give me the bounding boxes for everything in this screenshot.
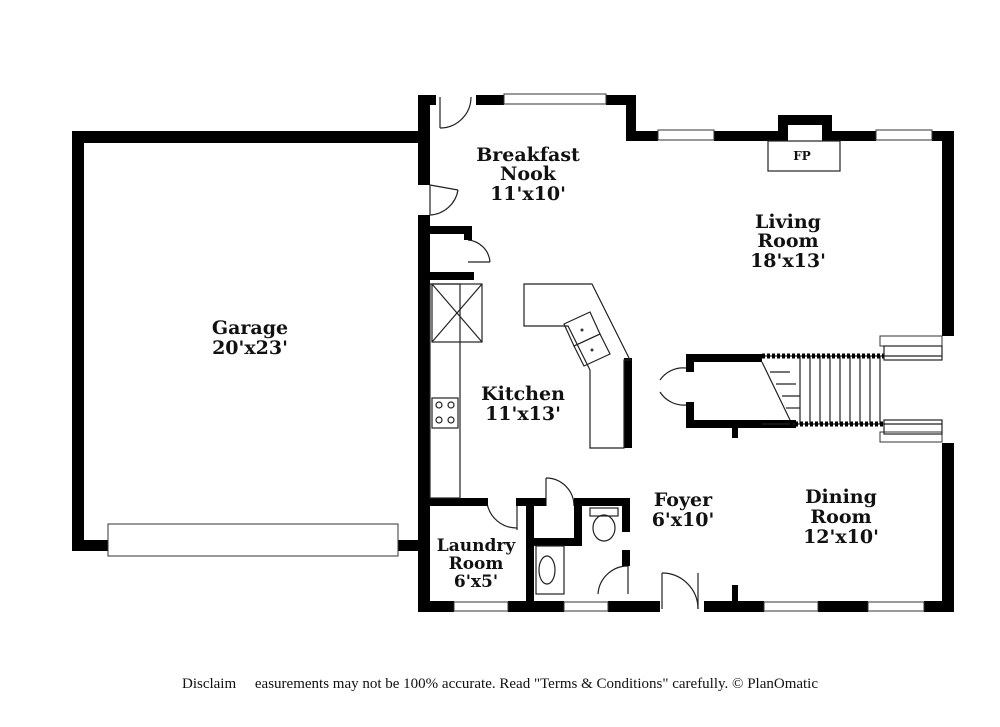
window <box>875 129 933 141</box>
garage-door <box>107 523 399 557</box>
staircase <box>761 345 943 435</box>
window <box>867 601 925 612</box>
window <box>503 93 607 105</box>
living-room-label-2: Room <box>757 230 818 252</box>
laundry-room-size: 6'x5' <box>454 572 498 592</box>
windows <box>453 93 943 612</box>
garage-label: Garage <box>212 317 288 339</box>
window <box>453 601 509 612</box>
dining-room-label-2: Room <box>810 506 871 528</box>
window <box>763 601 819 612</box>
living-room-label-1: Living <box>755 211 821 233</box>
dining-room-label-1: Dining <box>805 486 877 508</box>
stove <box>431 397 459 429</box>
bath-sink <box>538 555 556 585</box>
doors <box>429 96 699 610</box>
window <box>563 601 609 612</box>
kitchen-label: Kitchen <box>481 383 565 405</box>
kitchen-size: 11'x13' <box>485 403 561 425</box>
fireplace: FP <box>767 140 841 172</box>
foyer-label: Foyer <box>654 489 713 511</box>
room-labels: Breakfast Nook 11'x10' Living Room 18'x1… <box>212 144 879 592</box>
garage-size: 20'x23' <box>212 337 288 359</box>
garage-walls <box>72 131 430 557</box>
exterior-walls <box>418 95 954 612</box>
kitchen-fixtures <box>429 283 631 499</box>
bath-fixtures <box>535 507 619 595</box>
window <box>879 431 943 443</box>
kitchen-sink <box>563 311 611 367</box>
breakfast-nook-size: 11'x10' <box>490 183 566 205</box>
window <box>879 335 943 347</box>
laundry-room-label-1: Laundry <box>437 536 517 556</box>
foyer-size: 6'x10' <box>652 509 715 531</box>
laundry-room-label-2: Room <box>449 554 504 574</box>
toilet <box>592 514 616 542</box>
breakfast-nook-label-2: Nook <box>500 163 557 185</box>
fireplace-label: FP <box>793 149 811 163</box>
disclaimer-text: Disclaim easurements may not be 100% acc… <box>181 676 819 692</box>
window <box>657 129 715 141</box>
interior-walls <box>430 226 796 608</box>
dining-room-size: 12'x10' <box>803 526 879 548</box>
living-room-size: 18'x13' <box>750 250 826 272</box>
breakfast-nook-label-1: Breakfast <box>476 144 580 166</box>
